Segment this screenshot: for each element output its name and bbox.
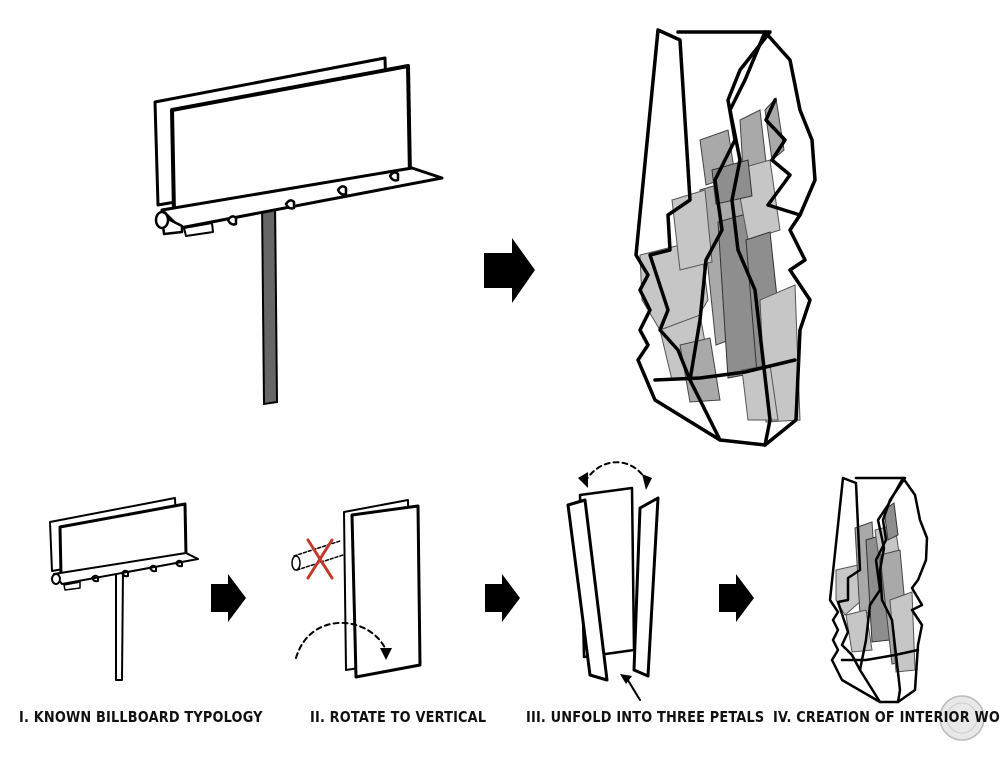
right-arrow-icon — [485, 574, 520, 622]
large-petal-tower — [634, 28, 817, 447]
watermark-icon — [939, 695, 985, 741]
step-1-billboard — [49, 497, 199, 681]
step-2-rotate — [291, 499, 422, 679]
step-4-interior-world — [828, 476, 929, 704]
petal-left — [634, 28, 722, 442]
interior-world — [639, 96, 801, 423]
curved-arrow-icon — [584, 461, 647, 483]
petal-center — [676, 30, 772, 382]
right-arrow-icon — [211, 574, 246, 622]
step-3-caption: III. UNFOLD INTO THREE PETALS — [526, 708, 765, 726]
step-3-unfold — [566, 461, 660, 701]
billboard-pole — [260, 199, 279, 406]
right-arrow-icon — [719, 574, 754, 622]
cross-out-icon — [306, 538, 334, 580]
step-1-caption: I. KNOWN BILLBOARD TYPOLOGY — [19, 708, 263, 726]
step-2-caption: II. ROTATE TO VERTICAL — [310, 708, 487, 726]
right-arrow-icon — [484, 238, 535, 303]
petal-right — [728, 30, 817, 447]
large-billboard — [153, 56, 444, 406]
curved-arrow-icon — [295, 621, 387, 659]
billboard-lamps — [226, 171, 400, 226]
step-4-caption: IV. CREATION OF INTERIOR WORLD — [773, 708, 1000, 726]
